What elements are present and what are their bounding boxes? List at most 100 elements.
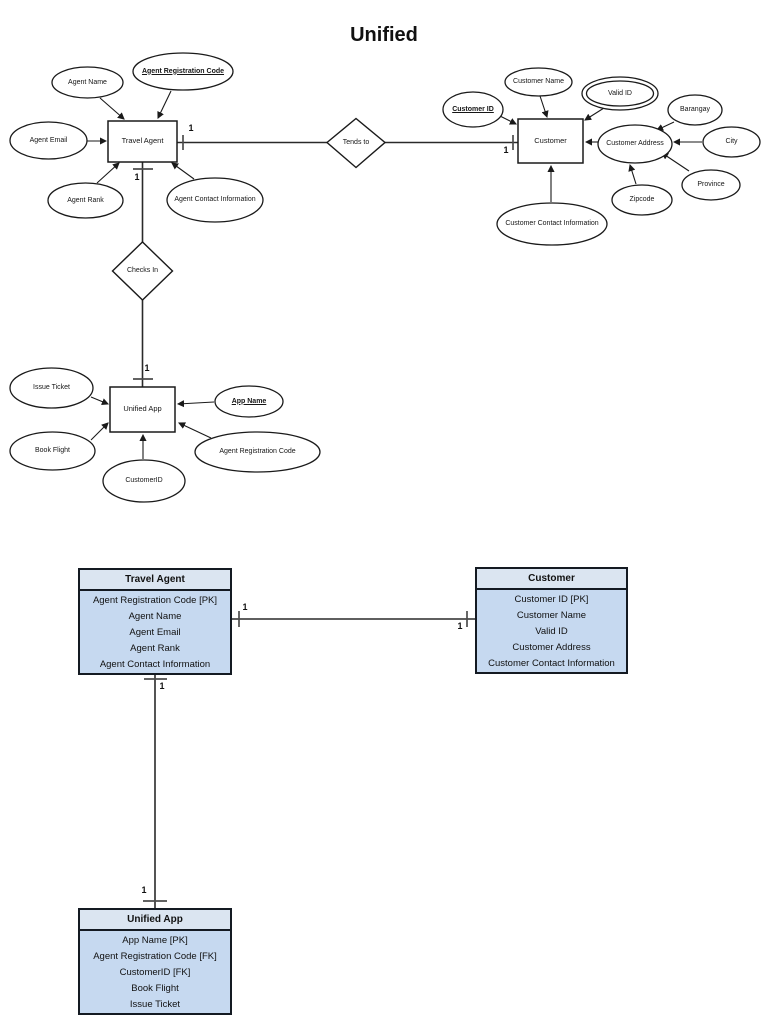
arrow-zipcode xyxy=(628,163,637,185)
agent-registration-code-fk-label: Agent Registration Code xyxy=(219,448,296,456)
cardinality-table-agent-customer-left: 1 xyxy=(242,602,248,612)
customer-name-shape xyxy=(504,67,573,97)
province-shape xyxy=(681,169,741,201)
table-row: Agent Rank xyxy=(130,642,180,654)
cardinality-table-agent-customer-right: 1 xyxy=(457,621,463,631)
issue-ticket-shape xyxy=(9,367,94,409)
arrow-customer-name xyxy=(539,95,549,119)
customer-id-shape xyxy=(442,91,504,128)
customerid-label: CustomerID xyxy=(125,477,163,485)
app-name-label: App Name xyxy=(231,397,267,405)
table-row: Book Flight xyxy=(131,982,179,994)
unified-app-table: Unified App App Name [PK] Agent Registra… xyxy=(78,908,232,1015)
customer-id-label: Customer ID xyxy=(452,105,494,113)
customer-table-body: Customer ID [PK] Customer Name Valid ID … xyxy=(477,590,626,672)
travel-agent-table-body: Agent Registration Code [PK] Agent Name … xyxy=(80,591,230,673)
attribute-shapes xyxy=(9,52,761,503)
agent-contact-information-label: Agent Contact Information xyxy=(174,196,256,204)
table-row: CustomerID [FK] xyxy=(119,966,191,978)
unified-app-table-title: Unified App xyxy=(80,910,230,931)
arrow-barangay xyxy=(656,121,675,131)
province-label: Province xyxy=(697,181,725,189)
checks-in-diamond-shape xyxy=(111,241,174,301)
travel-agent-entity-shape xyxy=(107,120,178,163)
table-row: Customer Contact Information xyxy=(488,657,615,669)
tends-to-diamond-shape xyxy=(325,117,387,169)
cardinality-table-agent-app-top: 1 xyxy=(159,681,165,691)
table-row: Valid ID xyxy=(535,625,568,637)
agent-contact-information-shape xyxy=(166,177,264,223)
table-row: Agent Email xyxy=(129,626,181,638)
city-shape xyxy=(702,126,761,158)
table-row: App Name [PK] xyxy=(122,934,188,946)
issue-ticket-label: Issue Ticket xyxy=(33,384,70,392)
cardinality-checks-in-app: 1 xyxy=(144,363,150,373)
customer-name-label: Customer Name xyxy=(513,78,564,86)
agent-rank-label: Agent Rank xyxy=(67,196,104,204)
entity-shapes xyxy=(107,118,584,433)
app-name-shape xyxy=(214,385,284,418)
customer-table: Customer Customer ID [PK] Customer Name … xyxy=(475,567,628,674)
table-row: Agent Contact Information xyxy=(99,658,211,670)
arrow-app-name xyxy=(176,400,215,408)
travel-agent-table-title: Travel Agent xyxy=(80,570,230,591)
table-row: Issue Ticket xyxy=(129,998,181,1010)
agent-name-label: Agent Name xyxy=(68,78,107,86)
agent-name-shape xyxy=(51,66,124,99)
barangay-shape xyxy=(667,94,723,126)
book-flight-shape xyxy=(9,431,96,471)
barangay-label: Barangay xyxy=(680,106,710,114)
agent-email-label: Agent Email xyxy=(29,136,68,144)
customer-address-label: Customer Address xyxy=(606,140,664,148)
customerid-shape xyxy=(102,459,186,503)
arrow-issue-ticket xyxy=(90,396,109,405)
table-row: Agent Name xyxy=(128,610,182,622)
book-flight-label: Book Flight xyxy=(34,447,71,455)
table-row: Agent Registration Code [PK] xyxy=(92,594,218,606)
customer-contact-information-shape xyxy=(496,202,608,246)
customer-address-shape xyxy=(597,124,673,164)
checks-in-label: Checks In xyxy=(126,267,159,275)
tends-to-label: Tends to xyxy=(342,138,370,146)
relationship-lines xyxy=(141,141,518,908)
agent-email-shape xyxy=(9,121,88,160)
valid-id-inner-shape xyxy=(585,80,655,107)
customer-contact-information-label: Customer Contact Information xyxy=(505,220,599,228)
arrow-book-flight xyxy=(90,422,109,441)
unified-app-entity-label: Unified App xyxy=(123,404,162,414)
arrow-agent-contact-information xyxy=(171,162,195,180)
arrow-agent-name xyxy=(99,97,125,120)
customer-entity-label: Customer xyxy=(534,135,567,145)
unified-app-table-body: App Name [PK] Agent Registration Code [F… xyxy=(80,931,230,1013)
zipcode-label: Zipcode xyxy=(629,196,655,204)
arrow-agent-registration-code-fk xyxy=(178,422,212,439)
agent-registration-code-label: Agent Registration Code xyxy=(141,67,225,75)
agent-registration-code-shape xyxy=(132,52,234,91)
arrow-agent-registration-code xyxy=(157,90,172,119)
table-row: Customer Name xyxy=(516,609,587,621)
unified-app-entity-shape xyxy=(109,386,176,433)
city-label: City xyxy=(725,138,738,146)
table-row: Agent Registration Code [FK] xyxy=(93,950,217,962)
arrow-province xyxy=(661,152,690,172)
customer-table-title: Customer xyxy=(477,569,626,590)
attribute-arrows xyxy=(87,90,702,459)
cardinality-table-agent-app-bottom: 1 xyxy=(141,885,147,895)
cardinality-checks-in-agent: 1 xyxy=(134,172,140,182)
diagram-title: Unified xyxy=(350,24,418,46)
valid-id-label: Valid ID xyxy=(608,89,632,97)
travel-agent-entity-label: Travel Agent xyxy=(121,136,164,146)
table-row: Customer Address xyxy=(512,641,591,653)
cardinality-tends-to-customer: 1 xyxy=(503,145,509,155)
cardinality-ticks xyxy=(133,135,514,902)
relationship-shapes xyxy=(111,117,387,301)
agent-registration-code-fk-shape xyxy=(194,431,321,473)
travel-agent-table: Travel Agent Agent Registration Code [PK… xyxy=(78,568,232,675)
zipcode-shape xyxy=(611,184,673,216)
cardinality-tends-to-agent: 1 xyxy=(188,123,194,133)
customer-entity-shape xyxy=(517,118,584,164)
arrow-valid-id xyxy=(584,107,605,121)
agent-rank-shape xyxy=(47,182,124,219)
